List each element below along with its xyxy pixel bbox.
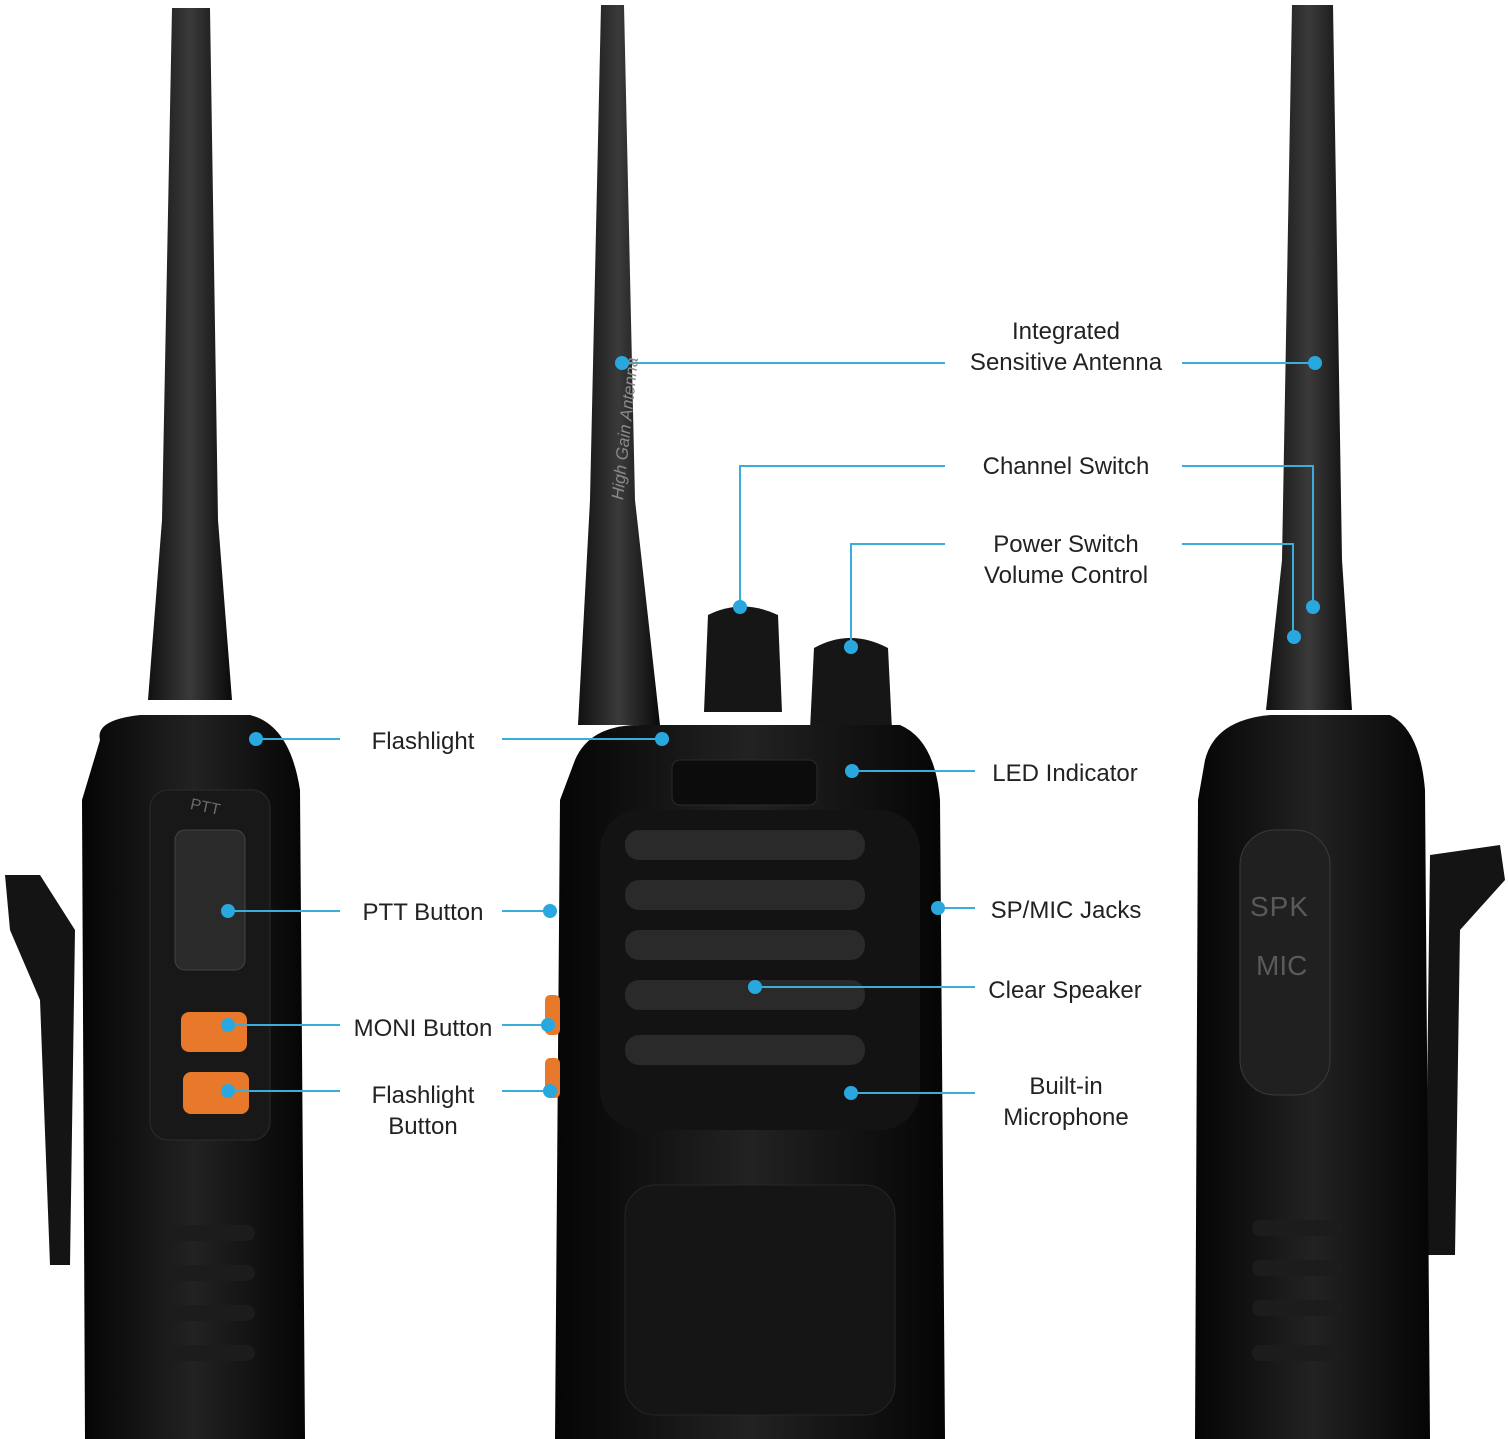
top-window [671, 759, 818, 806]
belt-clip [5, 875, 75, 1265]
spk-lettering: SPK [1250, 891, 1310, 922]
speaker-grille [625, 830, 865, 1065]
label-sp-mic-jacks: SP/MIC Jacks [990, 897, 1142, 924]
label-built-in-microphone: Built-in Microphone [1003, 1071, 1128, 1133]
front-radio [545, 5, 945, 1439]
label-line: Volume Control [983, 562, 1149, 589]
label-power-switch: Power Switch Volume Control [984, 529, 1148, 591]
label-line: Microphone [1003, 1104, 1129, 1131]
mic-lettering: MIC [1256, 950, 1308, 981]
callout-lines [228, 362, 1315, 1094]
label-antenna: Integrated Sensitive Antenna [970, 316, 1162, 378]
label-line: Integrated [1011, 318, 1121, 345]
label-moni-button: MONI Button [353, 1015, 493, 1042]
label-line: Power Switch [993, 531, 1139, 558]
callout-dots [221, 356, 1322, 1100]
belt-clip [1425, 845, 1505, 1255]
label-flashlight-button: Flashlight Button [372, 1080, 475, 1142]
label-channel-switch: Channel Switch [982, 453, 1150, 480]
channel-knob [704, 606, 782, 712]
antenna [148, 8, 232, 700]
label-led-indicator: LED Indicator [992, 760, 1138, 787]
jack-cover [1239, 829, 1331, 1096]
label-clear-speaker: Clear Speaker [988, 977, 1142, 1004]
label-line: Button [388, 1113, 458, 1140]
right-side-radio [1195, 5, 1505, 1439]
label-flashlight: Flashlight [371, 728, 475, 755]
label-line: Flashlight [371, 1082, 475, 1109]
ptt-pad [174, 829, 246, 971]
battery-panel [624, 1184, 896, 1416]
moni-button-shape [181, 1012, 247, 1052]
label-ptt-button: PTT Button [362, 899, 484, 926]
flashlight-button-shape [183, 1072, 249, 1114]
antenna [1266, 5, 1352, 710]
left-side-radio [5, 8, 305, 1439]
label-line: Sensitive Antenna [969, 349, 1163, 376]
label-line: Built-in [1029, 1073, 1103, 1100]
volume-knob [810, 638, 892, 730]
